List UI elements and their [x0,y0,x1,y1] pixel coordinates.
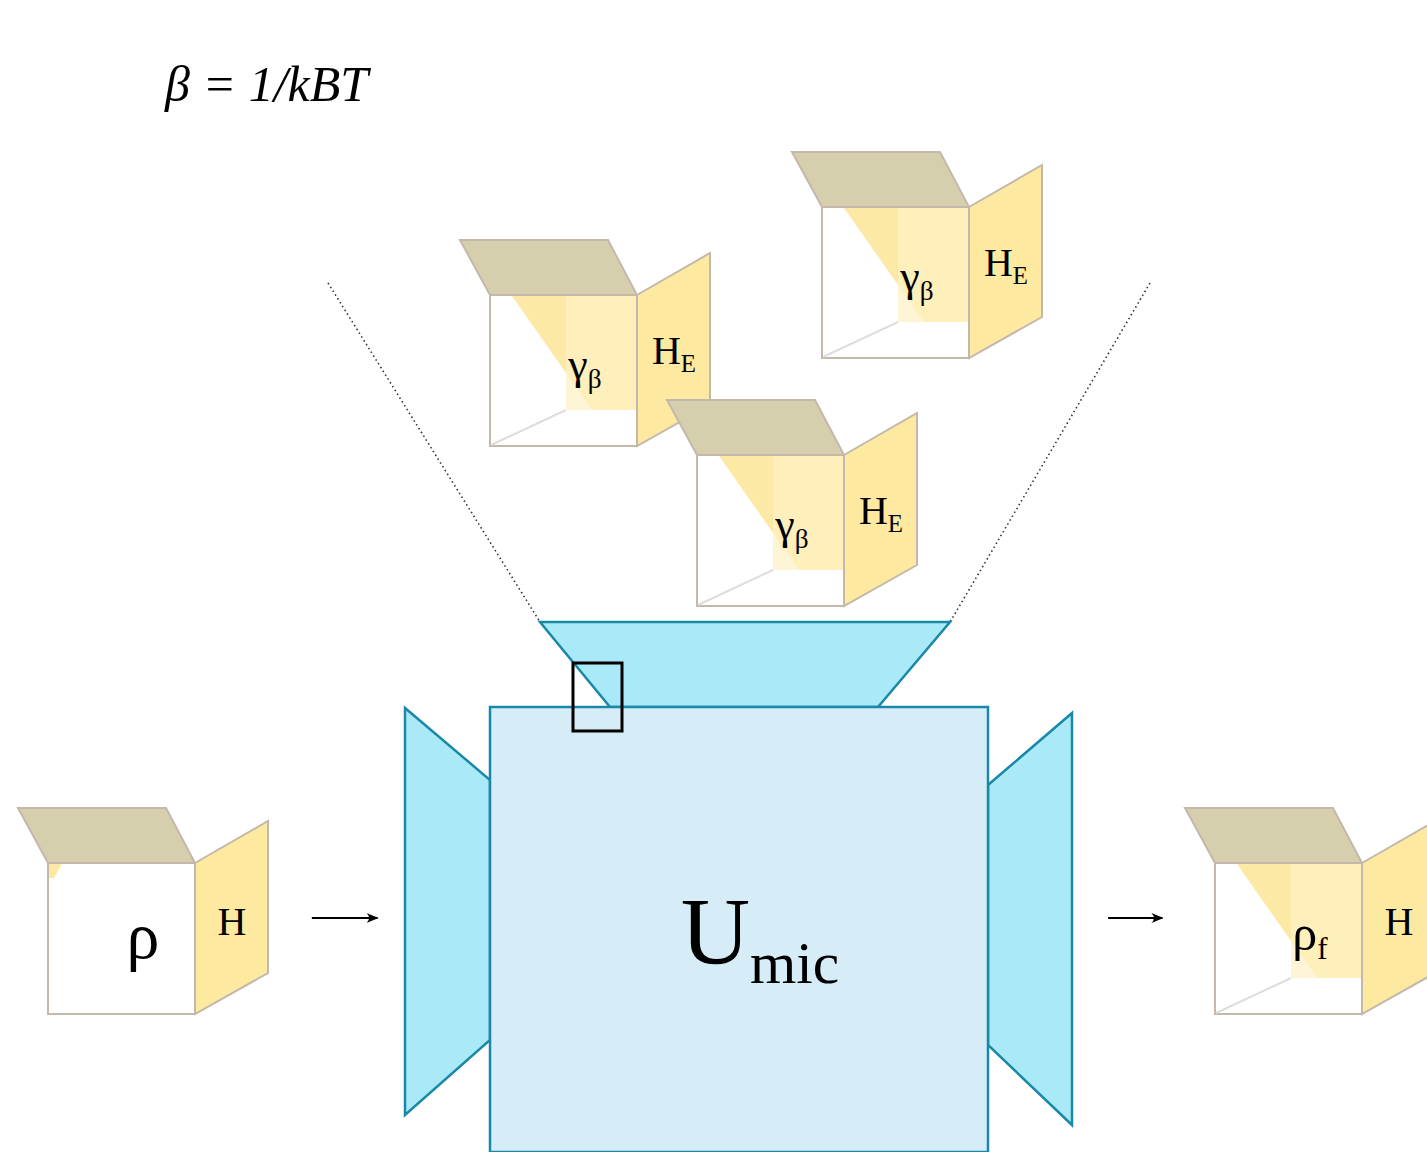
box-side [195,821,268,1014]
machine-wing [405,708,490,1115]
state-symbol: ρf [1292,908,1327,965]
flow-arrow [312,917,378,919]
temperature-formula: β = 1/kBT [165,55,368,113]
box-interior [844,208,968,322]
box-interior-light [1291,864,1361,978]
state-symbol: γβ [775,503,808,553]
box-flap [792,152,969,207]
state-symbol: ρ [127,903,160,969]
box-interior [1237,864,1361,978]
box-front [697,455,844,606]
machine-funnel [540,622,950,707]
box-interior-light [898,208,968,322]
state-symbol: Umic [681,884,840,994]
hamiltonian-symbol: HE [652,331,696,377]
zoom-marker [573,663,622,731]
state-box: γβ HE [460,240,710,446]
box-flap [18,808,195,863]
box-floor-edge [491,410,566,445]
box-front [490,295,637,446]
hamiltonian-symbol: HE [859,491,903,537]
box-flap [667,400,844,455]
box-side [969,165,1042,358]
state-symbol: γβ [568,343,601,393]
box-front [48,863,195,1014]
state-symbol: γβ [900,255,933,305]
box-interior [512,296,636,410]
box-interior [719,456,843,570]
hamiltonian-symbol: H [218,902,247,942]
box-front [822,207,969,358]
state-box: γβ HE [667,400,917,606]
flow-arrow [1108,917,1162,919]
state-box: ρH [18,808,268,1014]
machine-box: Umic [405,707,1072,1152]
hamiltonian-symbol: H [1385,902,1414,942]
box-floor-edge [823,322,898,357]
machine-wing [988,713,1072,1125]
state-box: γβ HE [792,152,1042,358]
machine-body [490,707,988,1152]
box-side [844,413,917,606]
box-side [1362,821,1427,1014]
box-flap [460,240,637,295]
box-interior [49,864,62,878]
box-flap [1185,808,1362,863]
box-front [1215,863,1362,1014]
box-floor-edge [1216,978,1291,1013]
box-floor-edge [698,570,773,605]
hamiltonian-symbol: HE [984,243,1028,289]
box-interior-light [773,456,843,570]
box-interior-light [566,296,636,410]
state-box: ρf H [1185,808,1427,1014]
